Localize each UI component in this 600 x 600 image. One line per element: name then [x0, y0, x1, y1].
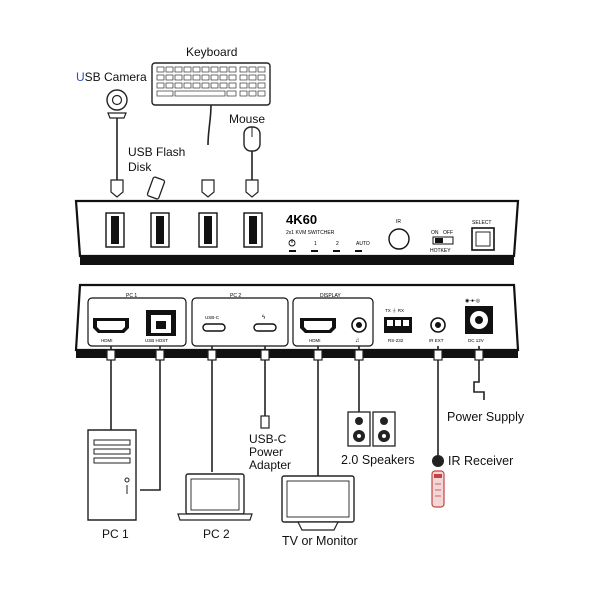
ir-ext-label: IR EXT — [429, 338, 444, 343]
led-label-1: 1 — [314, 241, 317, 247]
power-supply-label: Power Supply — [447, 410, 525, 424]
pc2-label: PC 2 — [203, 527, 230, 541]
model-label: 4K60 — [286, 212, 317, 227]
usb-flash-disk-icon — [146, 176, 166, 200]
pc2-usbc-port — [202, 323, 226, 332]
hotkey-on-label: ON — [431, 230, 439, 236]
mouse-icon — [243, 126, 261, 182]
cables — [110, 346, 485, 491]
pc2-usbc-label: USB-C — [205, 315, 220, 320]
ir-receiver-label: IR Receiver — [448, 454, 514, 468]
speakers-icon — [347, 411, 396, 447]
usb-camera-label: USB Camera — [76, 71, 147, 84]
model-subtitle: 2x1 KVM SWITCHER — [286, 230, 335, 236]
front-usb-port-3 — [198, 212, 218, 248]
tv-monitor-label: TV or Monitor — [282, 534, 358, 548]
display-hdmi-label: HDMI — [309, 338, 321, 343]
rear-panel: PC 1 PC 2 DISPLAY HDMI USB HOST USB-C ϟ … — [74, 283, 520, 358]
rear-group-pc1: PC 1 — [126, 293, 137, 299]
rs232-pins-label: TX ⏚ RX — [385, 307, 404, 313]
led-label-auto: AUTO — [356, 241, 370, 247]
rear-group-pc2: PC 2 — [230, 293, 241, 299]
hotkey-off-label: OFF — [443, 230, 453, 236]
ir-receiver-icon — [431, 455, 445, 508]
usb-camera-label-initial: U — [76, 70, 85, 84]
keyboard-icon — [151, 62, 271, 146]
mouse-label: Mouse — [229, 112, 266, 126]
usb-host-port — [146, 310, 176, 336]
rs232-label: RS-232 — [388, 338, 404, 343]
front-panel: 4K60 2x1 KVM SWITCHER 1 2 AUTO IR ON OFF… — [74, 199, 520, 265]
hotkey-label: HOTKEY — [430, 248, 451, 254]
ir-sensor — [388, 228, 410, 250]
ir-ext-jack — [430, 317, 446, 333]
usbc-power-label-line2: Power — [249, 445, 284, 459]
usb-plug-icons — [110, 179, 259, 198]
usb-flash-label-line2: Disk — [128, 160, 152, 174]
front-usb-port-2 — [150, 212, 170, 248]
usbc-power-label-line3: Adapter — [249, 458, 292, 472]
cable-plugs — [106, 349, 484, 429]
usb-host-label: USB HOST — [145, 338, 168, 343]
power-icon — [288, 239, 296, 247]
usbc-power-label-line1: USB-C — [249, 432, 287, 446]
pc1-hdmi-port — [93, 318, 129, 333]
usbc-power-symbol: ϟ — [262, 315, 266, 321]
ir-label: IR — [396, 219, 401, 225]
display-hdmi-port — [300, 318, 336, 333]
front-usb-port-1 — [105, 212, 125, 248]
pc1-tower-icon — [87, 429, 137, 521]
headphone-icon: ♫ — [355, 338, 360, 344]
speakers-label: 2.0 Speakers — [341, 453, 415, 467]
dc-label: DC 12V — [468, 338, 484, 343]
power-usbc-port — [253, 323, 277, 332]
pc1-label: PC 1 — [102, 527, 129, 541]
tv-monitor-icon — [281, 475, 355, 531]
status-leds — [289, 250, 362, 252]
audio-jack — [351, 317, 367, 333]
pc2-laptop-icon — [177, 473, 253, 521]
dc-power-jack — [465, 306, 493, 334]
select-label: SELECT — [472, 220, 491, 226]
usb-camera-icon — [106, 89, 128, 180]
rs232-terminal — [384, 317, 412, 333]
front-usb-port-4 — [243, 212, 263, 248]
keyboard-label: Keyboard — [186, 45, 238, 59]
pc1-hdmi-label: HDMI — [101, 338, 113, 343]
usb-flash-label-line1: USB Flash — [128, 145, 186, 159]
rear-group-display: DISPLAY — [320, 293, 341, 299]
dc-polarity-icon: ◉-●-◎ — [465, 298, 481, 304]
led-label-2: 2 — [336, 241, 339, 247]
usb-camera-label-rest: SB Camera — [84, 70, 147, 84]
